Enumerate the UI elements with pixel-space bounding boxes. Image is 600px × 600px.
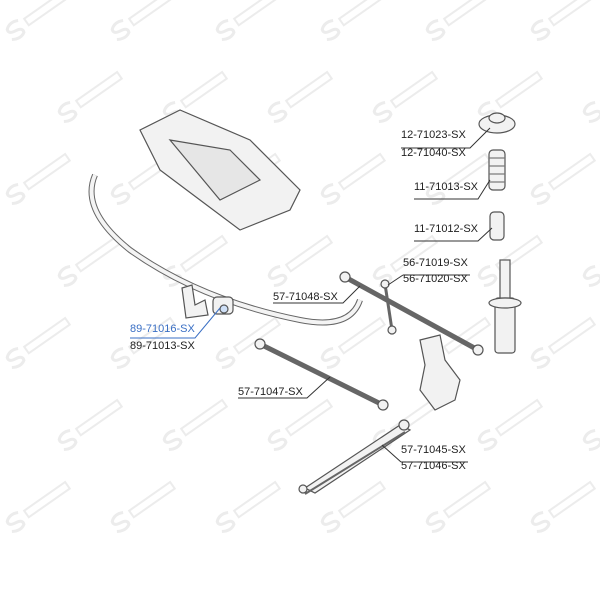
arm-57-71047 [258, 341, 385, 408]
watermark-logo [215, 316, 282, 370]
arm-57-71047-end [377, 399, 389, 411]
arm-57-71045 [303, 424, 412, 494]
watermark-logo [5, 480, 72, 534]
watermark-logo [5, 316, 72, 370]
watermark-logo [320, 0, 387, 42]
watermark-logo [57, 234, 124, 288]
watermark-logo [110, 480, 177, 534]
arm-57-71045-end [298, 484, 308, 494]
watermark-logo [530, 316, 597, 370]
part-label-57-71048[interactable]: 57-71048-SX [273, 291, 338, 303]
part-label-11-71013[interactable]: 11-71013-SX [414, 181, 479, 193]
part-label-12-71023[interactable]: 12-71023-SX [401, 129, 466, 141]
watermark-logo [320, 316, 387, 370]
watermark-logo [57, 398, 124, 452]
watermark-logo [320, 480, 387, 534]
part-label-57-71046[interactable]: 57-71046-SX [401, 460, 466, 472]
watermark-logo [5, 0, 72, 42]
bump-stop [489, 211, 505, 241]
watermark-logo [110, 0, 177, 42]
watermark-logo [582, 70, 600, 124]
watermark-logo [267, 70, 334, 124]
watermark-logo [5, 152, 72, 206]
watermark-logo [267, 398, 334, 452]
part-label-89-71016[interactable]: 89-71016-SX [130, 323, 195, 335]
part-label-89-71013[interactable]: 89-71013-SX [130, 340, 195, 352]
watermark-logo [215, 480, 282, 534]
part-label-11-71012[interactable]: 11-71012-SX [414, 223, 479, 235]
watermark-logo [162, 398, 229, 452]
part-label-57-71045[interactable]: 57-71045-SX [401, 444, 466, 456]
stabilizer-bar-inner [89, 174, 362, 325]
watermark-logo [530, 0, 597, 42]
arm-57-71045-end [398, 419, 410, 431]
dust-boot-ribs [489, 157, 505, 183]
arm-57-71048-end [339, 271, 351, 283]
part-label-56-71019[interactable]: 56-71019-SX [403, 257, 468, 269]
leader-lines [130, 127, 493, 463]
watermark-logo [530, 480, 597, 534]
part-label-56-71020[interactable]: 56-71020-SX [403, 273, 468, 285]
arm-57-71047-end [254, 338, 266, 350]
watermark-logo [57, 70, 124, 124]
subframe-detail [168, 139, 262, 201]
bracket [181, 284, 209, 319]
watermark-logo [425, 152, 492, 206]
arm-57-71048-end [472, 344, 484, 356]
watermark-logo [110, 316, 177, 370]
watermark-logo [530, 152, 597, 206]
watermark-logo [372, 70, 439, 124]
watermark-layer [5, 0, 600, 534]
stabilizer-link-end [387, 325, 397, 335]
stabilizer-link-end [380, 279, 390, 289]
watermark-logo [477, 398, 544, 452]
arm-57-71048 [343, 274, 480, 353]
watermark-logo [320, 152, 387, 206]
knuckle [419, 334, 461, 411]
arm-57-71045-edge [304, 431, 406, 495]
dust-boot [488, 149, 506, 191]
watermark-logo [477, 70, 544, 124]
part-label-12-71040[interactable]: 12-71040-SX [401, 147, 466, 159]
watermark-logo [582, 234, 600, 288]
watermark-logo [267, 234, 334, 288]
watermark-logo [215, 0, 282, 42]
watermark-logo [582, 398, 600, 452]
part-label-57-71047[interactable]: 57-71047-SX [238, 386, 303, 398]
bushing-hole [219, 304, 229, 314]
watermark-logo [425, 0, 492, 42]
watermark-logo [477, 234, 544, 288]
spring-seat [488, 297, 522, 309]
shock-absorber-rod [499, 259, 511, 301]
watermark-logo [425, 480, 492, 534]
stabilizer-link [383, 283, 394, 331]
strut-mount-top [488, 112, 506, 124]
watermark-logo [162, 234, 229, 288]
